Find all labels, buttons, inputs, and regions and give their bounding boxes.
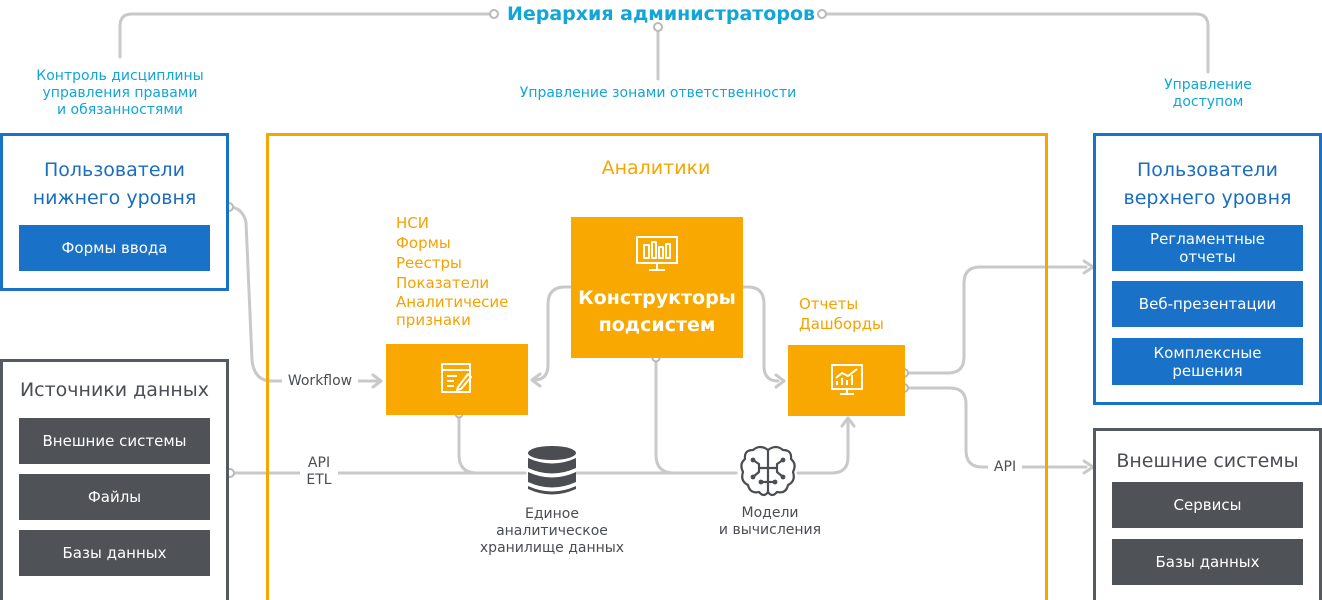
- workflow-label: Workflow: [282, 373, 358, 390]
- arrowhead-reports-left: [774, 373, 786, 389]
- reports-to-external-a: [902, 386, 990, 469]
- external-systems-title: Внешние системы: [1116, 450, 1299, 472]
- lower-users-connector: [227, 205, 284, 383]
- input-forms-button[interactable]: Формы ввода: [19, 225, 210, 271]
- arrowhead-forms: [530, 372, 542, 388]
- arrowhead-workflow: [371, 373, 383, 389]
- nsi-list: НСИ Формы Реестры Показатели Аналитичеси…: [396, 214, 509, 329]
- external-services-button[interactable]: Сервисы: [1112, 482, 1303, 528]
- discipline-note: Контроль дисциплины управления правами и…: [36, 68, 204, 118]
- analytics-frame: [266, 133, 1048, 600]
- constructor-to-reports: [741, 285, 780, 383]
- chart-icon: [831, 364, 863, 395]
- zones-note: Управление зонами ответственности: [519, 85, 797, 101]
- hierarchy-line-left: [118, 12, 494, 59]
- connector-dot: [489, 9, 499, 19]
- form-edit-icon: [441, 363, 472, 393]
- source-files[interactable]: Файлы: [19, 474, 210, 520]
- constructor-to-models: [654, 356, 738, 475]
- source-external-systems[interactable]: Внешние системы: [19, 418, 210, 464]
- upper-users-title: Пользователи верхнего уровня: [1123, 159, 1292, 209]
- connector-dot: [817, 9, 827, 19]
- regulated-reports-button[interactable]: Регламентные отчеты: [1112, 225, 1303, 271]
- complex-solutions-button[interactable]: Комплексные решения: [1112, 338, 1303, 385]
- models-to-reports: [796, 420, 850, 475]
- constructor-title: Конструкторы подсистем: [578, 287, 736, 336]
- api-etl-label: API ETL: [300, 455, 338, 489]
- forms-to-storage: [457, 414, 527, 475]
- hierarchy-line-right: [820, 12, 1210, 74]
- storage-label: Единое аналитическое хранилище данных: [479, 506, 625, 556]
- source-databases[interactable]: Базы данных: [19, 530, 210, 576]
- external-databases-button[interactable]: Базы данных: [1112, 539, 1303, 585]
- reports-to-upper-users: [902, 265, 1088, 375]
- web-presentations-button[interactable]: Веб-презентации: [1112, 281, 1303, 327]
- constructor-to-forms: [532, 285, 573, 382]
- brain-icon: [740, 445, 796, 497]
- hierarchy-title: Иерархия администраторов: [506, 3, 816, 25]
- connector-dot: [653, 22, 663, 32]
- constructor-box[interactable]: Конструкторы подсистем: [571, 217, 743, 358]
- forms-box[interactable]: [386, 344, 528, 415]
- lower-users-title: Пользователи нижнего уровня: [32, 159, 197, 209]
- models-label: Модели и вычисления: [718, 505, 822, 538]
- reports-list: Отчеты Дашборды: [799, 295, 884, 333]
- arrowhead-reports-up: [840, 416, 856, 428]
- data-sources-title: Источники данных: [19, 379, 210, 401]
- reports-box[interactable]: [788, 345, 905, 416]
- database-icon: [528, 446, 576, 495]
- monitor-icon: [636, 236, 678, 271]
- analytics-title: Аналитики: [601, 157, 711, 179]
- api-label: API: [988, 459, 1022, 476]
- access-note: Управление доступом: [1164, 77, 1252, 110]
